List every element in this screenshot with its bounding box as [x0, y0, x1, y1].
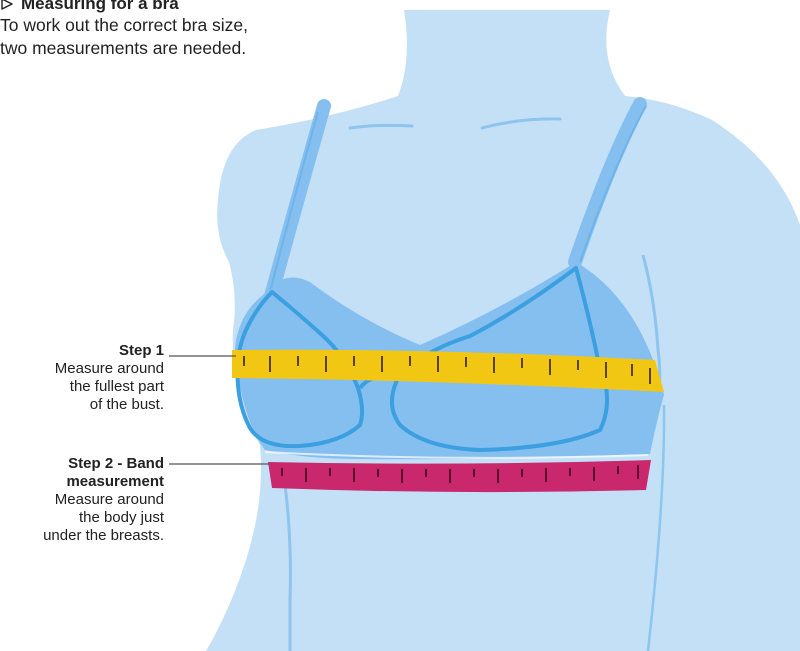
step2-title-line-2: measurement [0, 473, 164, 491]
intro-block: Measuring for a bra To work out the corr… [0, 0, 320, 60]
triangle-outline-icon [0, 0, 14, 11]
step2-line-2: the body just [0, 509, 164, 527]
step1-line-2: the fullest part [0, 378, 164, 396]
intro-line-2: two measurements are needed. [0, 37, 320, 60]
step1-line-3: of the bust. [0, 396, 164, 414]
intro-line-1: To work out the correct bra size, [0, 14, 320, 37]
step1-callout: Step 1 Measure around the fullest part o… [0, 342, 164, 414]
step2-callout: Step 2 - Band measurement Measure around… [0, 455, 164, 545]
step2-line-3: under the breasts. [0, 527, 164, 545]
intro-title: Measuring for a bra [0, 0, 320, 14]
step2-line-1: Measure around [0, 491, 164, 509]
step1-line-1: Measure around [0, 360, 164, 378]
intro-description: To work out the correct bra size, two me… [0, 14, 320, 60]
step1-title: Step 1 [0, 342, 164, 360]
step2-title-line-1: Step 2 - Band [0, 455, 164, 473]
intro-title-text: Measuring for a bra [21, 0, 179, 14]
